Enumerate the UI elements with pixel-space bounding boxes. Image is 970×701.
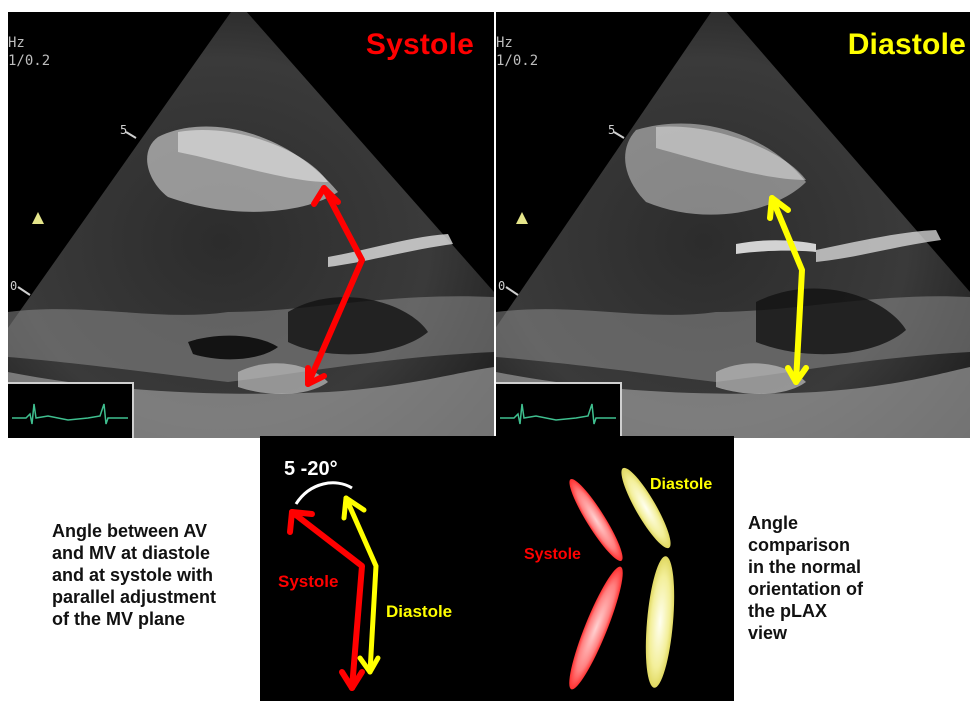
ecg-trace-thumbnail [496,382,622,438]
diastole-title: Diastole [848,28,966,62]
diastole-label: Diastole [386,602,452,622]
hz-readout: Hz 1/0.2 [496,34,538,70]
ultrasound-panel-systole: 5 0 Hz 1/0.2 Systole [8,12,494,438]
systole-arrow [290,512,362,688]
ecg-trace-thumbnail [8,382,134,438]
ultrasound-image-systole: 5 0 [8,12,494,438]
ultrasound-image-diastole: 5 0 [496,12,970,438]
left-caption: Angle between AV and MV at diastole and … [52,520,216,630]
diastole-oval-lower [641,555,678,689]
depth-tick-5: 5 [608,123,615,137]
angle-diagram-panel: 5 -20° Systole Diastole Systole Diastole [260,436,734,701]
systole-oval-lower [561,563,631,694]
depth-tick-0: 0 [498,279,505,293]
systole-oval-label: Systole [524,546,581,564]
right-caption: Angle comparison in the normal orientati… [748,512,863,644]
angle-range-label: 5 -20° [284,458,338,481]
depth-tick-5: 5 [120,123,127,137]
systole-label: Systole [278,572,338,592]
diastole-oval-label: Diastole [650,476,712,494]
ultrasound-panel-diastole: 5 0 Hz 1/0.2 Diastole [496,12,970,438]
depth-tick-0: 0 [10,279,17,293]
hz-readout: Hz 1/0.2 [8,34,50,70]
systole-title: Systole [366,28,474,62]
